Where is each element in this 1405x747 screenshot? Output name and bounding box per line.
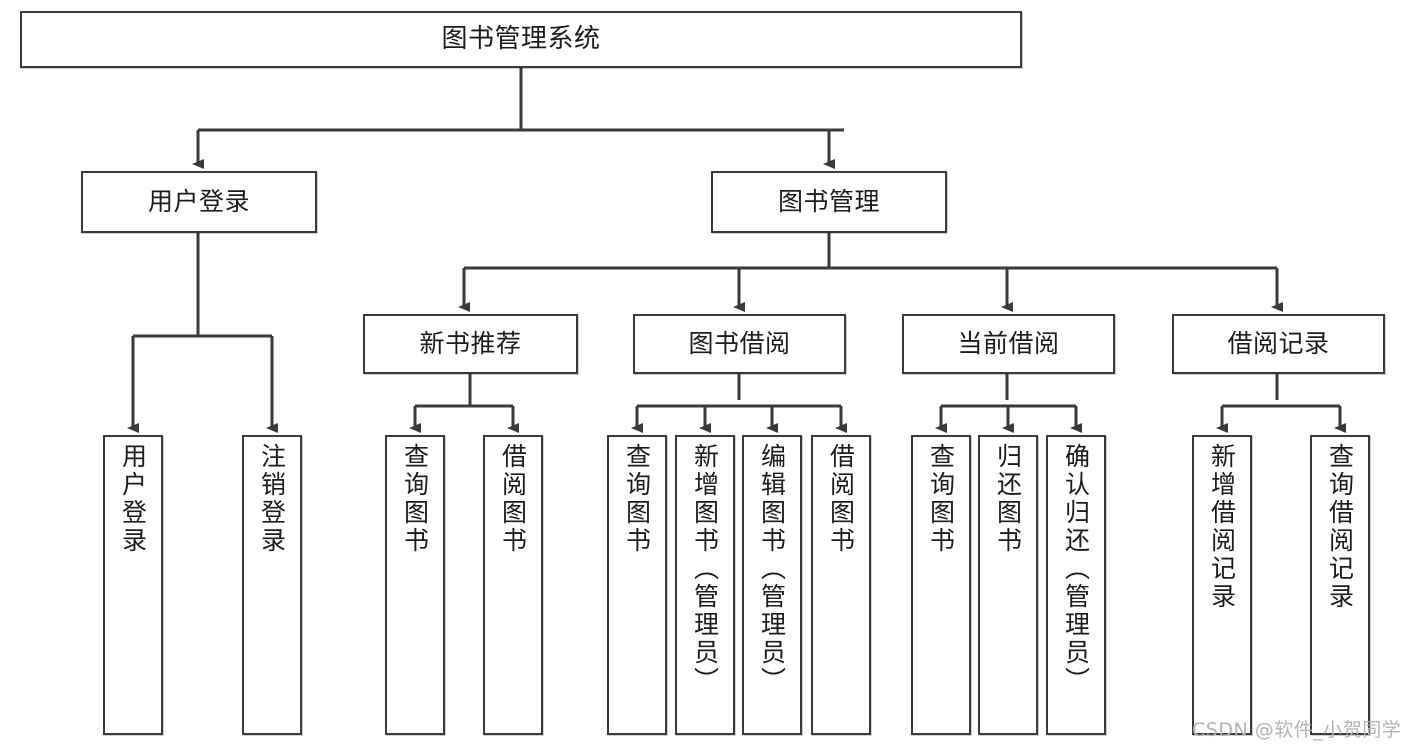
- node-borrow-record[interactable]: 借阅记录: [1172, 314, 1385, 374]
- node-label: 归还图书: [993, 443, 1023, 555]
- leaf-borrow-record-add[interactable]: 新增借阅记录: [1192, 435, 1252, 735]
- watermark-text: CSDN @软件_小贺同学: [1192, 719, 1402, 741]
- leaf-book-borrow-query[interactable]: 查询图书: [607, 435, 667, 735]
- node-label: 查询图书: [400, 443, 430, 555]
- node-label: 借阅图书: [498, 443, 528, 555]
- node-label: 编辑图书（管理员）: [757, 443, 787, 695]
- node-label: 查询借阅记录: [1325, 443, 1355, 611]
- node-label: 用户登录: [147, 187, 250, 217]
- leaf-user-login-login[interactable]: 用户登录: [103, 435, 163, 735]
- node-label: 新增图书（管理员）: [690, 443, 720, 695]
- node-current-borrow[interactable]: 当前借阅: [902, 314, 1115, 374]
- leaf-user-login-logout[interactable]: 注销登录: [242, 435, 302, 735]
- leaf-new-book-borrow[interactable]: 借阅图书: [483, 435, 543, 735]
- node-label: 图书借阅: [688, 329, 791, 359]
- leaf-current-borrow-return[interactable]: 归还图书: [978, 435, 1038, 735]
- leaf-current-borrow-confirm-return[interactable]: 确认归还（管理员）: [1046, 435, 1106, 735]
- node-label: 新书推荐: [419, 329, 522, 359]
- node-label: 借阅图书: [826, 443, 856, 555]
- node-label: 图书管理系统: [441, 24, 601, 55]
- node-book-management[interactable]: 图书管理: [711, 171, 947, 233]
- node-label: 当前借阅: [957, 329, 1060, 359]
- leaf-book-borrow-borrow[interactable]: 借阅图书: [811, 435, 871, 735]
- node-label: 用户登录: [118, 443, 148, 555]
- leaf-book-borrow-edit[interactable]: 编辑图书（管理员）: [742, 435, 802, 735]
- node-label: 新增借阅记录: [1207, 443, 1237, 611]
- node-label: 借阅记录: [1227, 329, 1330, 359]
- node-user-login[interactable]: 用户登录: [81, 171, 317, 233]
- node-label: 图书管理: [777, 187, 880, 217]
- leaf-new-book-query[interactable]: 查询图书: [385, 435, 445, 735]
- node-label: 确认归还（管理员）: [1061, 443, 1091, 695]
- leaf-book-borrow-add[interactable]: 新增图书（管理员）: [675, 435, 735, 735]
- node-label: 查询图书: [622, 443, 652, 555]
- node-book-borrow[interactable]: 图书借阅: [633, 314, 846, 374]
- node-root-system[interactable]: 图书管理系统: [20, 11, 1022, 68]
- node-label: 查询图书: [926, 443, 956, 555]
- node-new-book-recommend[interactable]: 新书推荐: [363, 314, 578, 374]
- leaf-borrow-record-query[interactable]: 查询借阅记录: [1310, 435, 1370, 735]
- leaf-current-borrow-query[interactable]: 查询图书: [911, 435, 971, 735]
- node-label: 注销登录: [257, 443, 287, 555]
